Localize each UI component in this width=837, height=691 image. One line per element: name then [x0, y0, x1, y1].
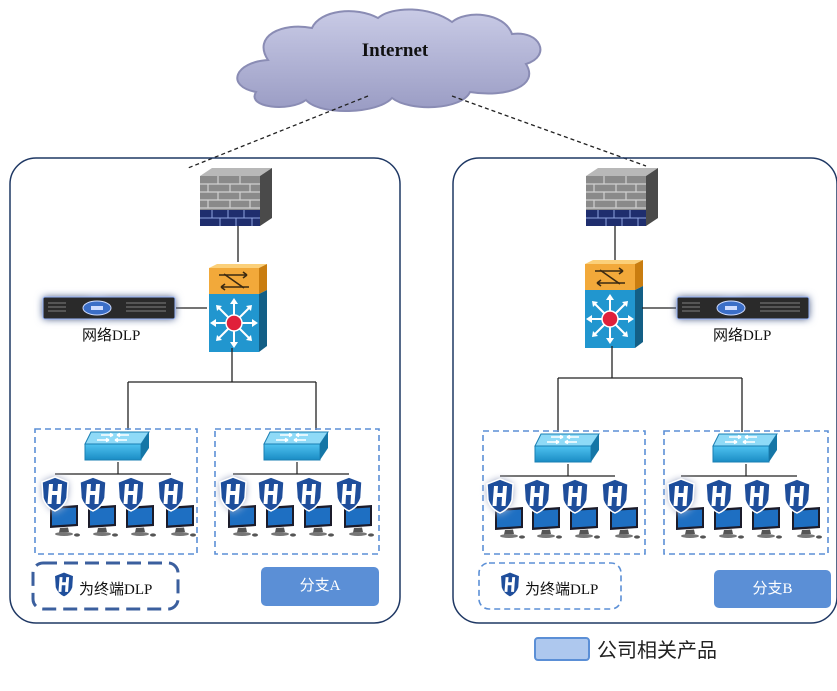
endpoint-shield-icon [117, 476, 145, 512]
access-group [214, 428, 380, 555]
endpoint-dlp-shield-icon [53, 571, 75, 598]
access-switch-icon [263, 431, 329, 461]
core-switch-icon [208, 263, 268, 353]
endpoint-group [486, 464, 640, 539]
branch-a-network-dlp-label: 网络DLP [82, 328, 141, 344]
branch-a-tag [261, 567, 379, 606]
endpoint-group [219, 462, 374, 537]
firewall-icon [199, 167, 273, 227]
access-switch-icon [84, 431, 150, 461]
branch-a [31, 167, 380, 611]
endpoint-shield-icon [667, 478, 695, 514]
endpoint-shield-icon [486, 478, 514, 514]
legend-swatch [534, 637, 590, 661]
access-switch-icon [712, 433, 778, 463]
endpoint-shield-icon [41, 476, 69, 512]
branch-a-endpoint-dlp-label: 为终端DLP [79, 582, 153, 598]
dlp-server-icon [42, 296, 176, 320]
access-switch-icon [534, 433, 600, 463]
branch-b-name: 分支B [752, 581, 793, 597]
endpoint-shield-icon [219, 476, 247, 512]
internet-label: Internet [361, 40, 429, 61]
endpoint-shield-icon [783, 478, 811, 514]
endpoint-shield-icon [601, 478, 629, 514]
endpoint-shield-icon [523, 478, 551, 514]
branch-b-endpoint-dlp-label: 为终端DLP [525, 582, 599, 598]
firewall-icon [585, 167, 659, 227]
endpoint-shield-icon [295, 476, 323, 512]
endpoint-shield-icon [335, 476, 363, 512]
branch-a-name: 分支A [299, 578, 341, 594]
dlp-server-icon [676, 296, 810, 320]
core-switch-icon [584, 259, 644, 349]
endpoint-shield-icon [561, 478, 589, 514]
wan-link-b [451, 95, 647, 167]
endpoint-shield-icon [157, 476, 185, 512]
access-group [663, 430, 829, 555]
endpoint-dlp-box [31, 561, 180, 611]
endpoint-group [667, 464, 822, 539]
access-group [34, 428, 198, 555]
endpoint-shield-icon [743, 478, 771, 514]
branch-b-network-dlp-label: 网络DLP [713, 328, 772, 344]
endpoint-dlp-box [478, 562, 622, 610]
legend-label: 公司相关产品 [597, 638, 717, 662]
branch-b-tag [714, 570, 831, 608]
internet-cloud [236, 8, 542, 113]
branch-a-container [9, 157, 401, 624]
wan-link-a [187, 95, 369, 169]
endpoint-group [41, 462, 196, 537]
endpoint-shield-icon [257, 476, 285, 512]
endpoint-shield-icon [705, 478, 733, 514]
endpoint-shield-icon [79, 476, 107, 512]
network-dlp-appliance [676, 296, 810, 320]
network-dlp-appliance [42, 296, 176, 320]
access-group [482, 430, 646, 555]
endpoint-dlp-shield-icon [499, 571, 521, 598]
branch-b [478, 167, 831, 610]
branch-b-container [452, 157, 837, 624]
